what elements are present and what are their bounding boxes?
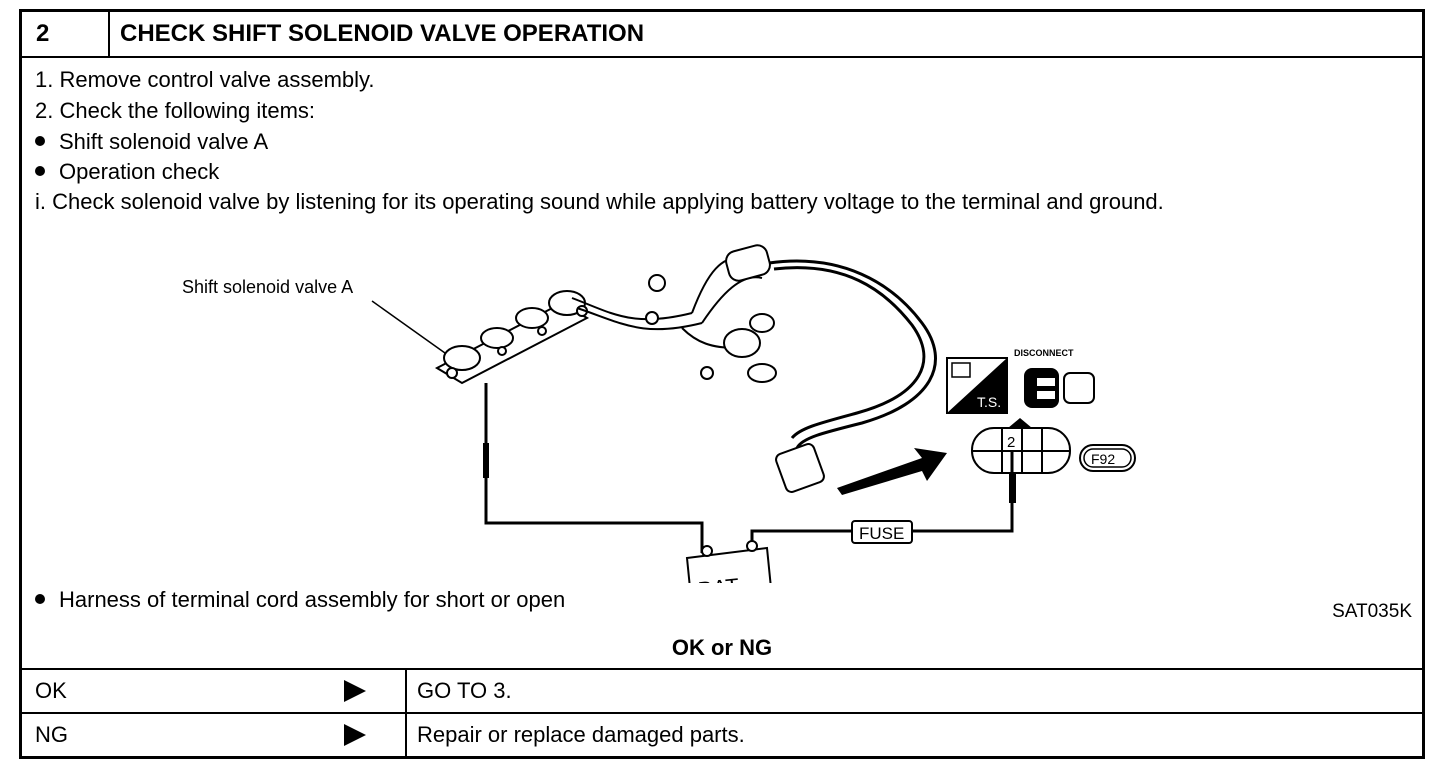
positive-wire [750, 529, 852, 541]
bullet-item: Operation check [35, 158, 219, 186]
bullet-icon [35, 166, 45, 177]
result-label: OK [35, 678, 67, 703]
step-title: CHECK SHIFT SOLENOID VALVE OPERATION [120, 20, 645, 47]
instruction-substep: i. Check solenoid valve by listening for… [35, 189, 1164, 214]
wiring-diagram: Shift solenoid valve A [182, 244, 1136, 583]
step-number: 2 [22, 12, 110, 56]
disconnect-icon: DISCONNECT [1014, 348, 1095, 408]
svg-text:BAT: BAT [697, 573, 741, 583]
result-action: GO TO 3. [405, 670, 1420, 712]
result-action: Repair or replace damaged parts. [405, 714, 1420, 756]
service-procedure-sheet: 2 CHECK SHIFT SOLENOID VALVE OPERATION 1… [19, 9, 1425, 759]
direction-arrow [837, 448, 947, 495]
fuse: FUSE [851, 520, 913, 544]
arrow-right-icon [344, 680, 366, 702]
instruction-line-2: 2. Check the following items: [35, 98, 316, 123]
svg-text:T.S.: T.S. [977, 394, 1001, 410]
result-title: OK or NG [671, 635, 773, 660]
bullet-text: Operation check [59, 159, 220, 184]
svg-text:FUSE: FUSE [859, 524, 904, 543]
callout-label: Shift solenoid valve A [182, 277, 353, 297]
result-label: NG [35, 722, 68, 747]
bullet-item: Shift solenoid valve A [35, 128, 268, 156]
bullet-text: Shift solenoid valve A [59, 129, 269, 154]
solenoid-valve-assembly [434, 244, 937, 493]
instruction-line-1: 1. Remove control valve assembly. [35, 67, 375, 92]
bullet-icon [35, 594, 45, 605]
connector-id-badge: F92 [1079, 444, 1136, 472]
ts-icon: T.S. [946, 357, 1008, 414]
figure-id: SAT035K [1332, 601, 1412, 622]
callout-leader [371, 300, 453, 359]
svg-text:2: 2 [1007, 434, 1015, 451]
bullet-icon [35, 136, 45, 147]
step-header: 2 CHECK SHIFT SOLENOID VALVE OPERATION [22, 12, 1422, 58]
svg-text:F92: F92 [1091, 451, 1115, 467]
ground-wire [484, 383, 704, 553]
svg-text:DISCONNECT: DISCONNECT [1014, 348, 1074, 358]
result-row-ok: OK GO TO 3. [22, 668, 1422, 712]
instructions-area: 1. Remove control valve assembly. 2. Che… [22, 58, 1422, 622]
battery: BAT [685, 540, 772, 583]
bullet-item: Harness of terminal cord assembly for sh… [35, 586, 565, 614]
bullet-text: Harness of terminal cord assembly for sh… [59, 587, 566, 612]
arrow-right-icon [344, 724, 366, 746]
connector-face: 2 [971, 427, 1071, 474]
result-row-ng: NG Repair or replace damaged parts. [22, 712, 1422, 756]
